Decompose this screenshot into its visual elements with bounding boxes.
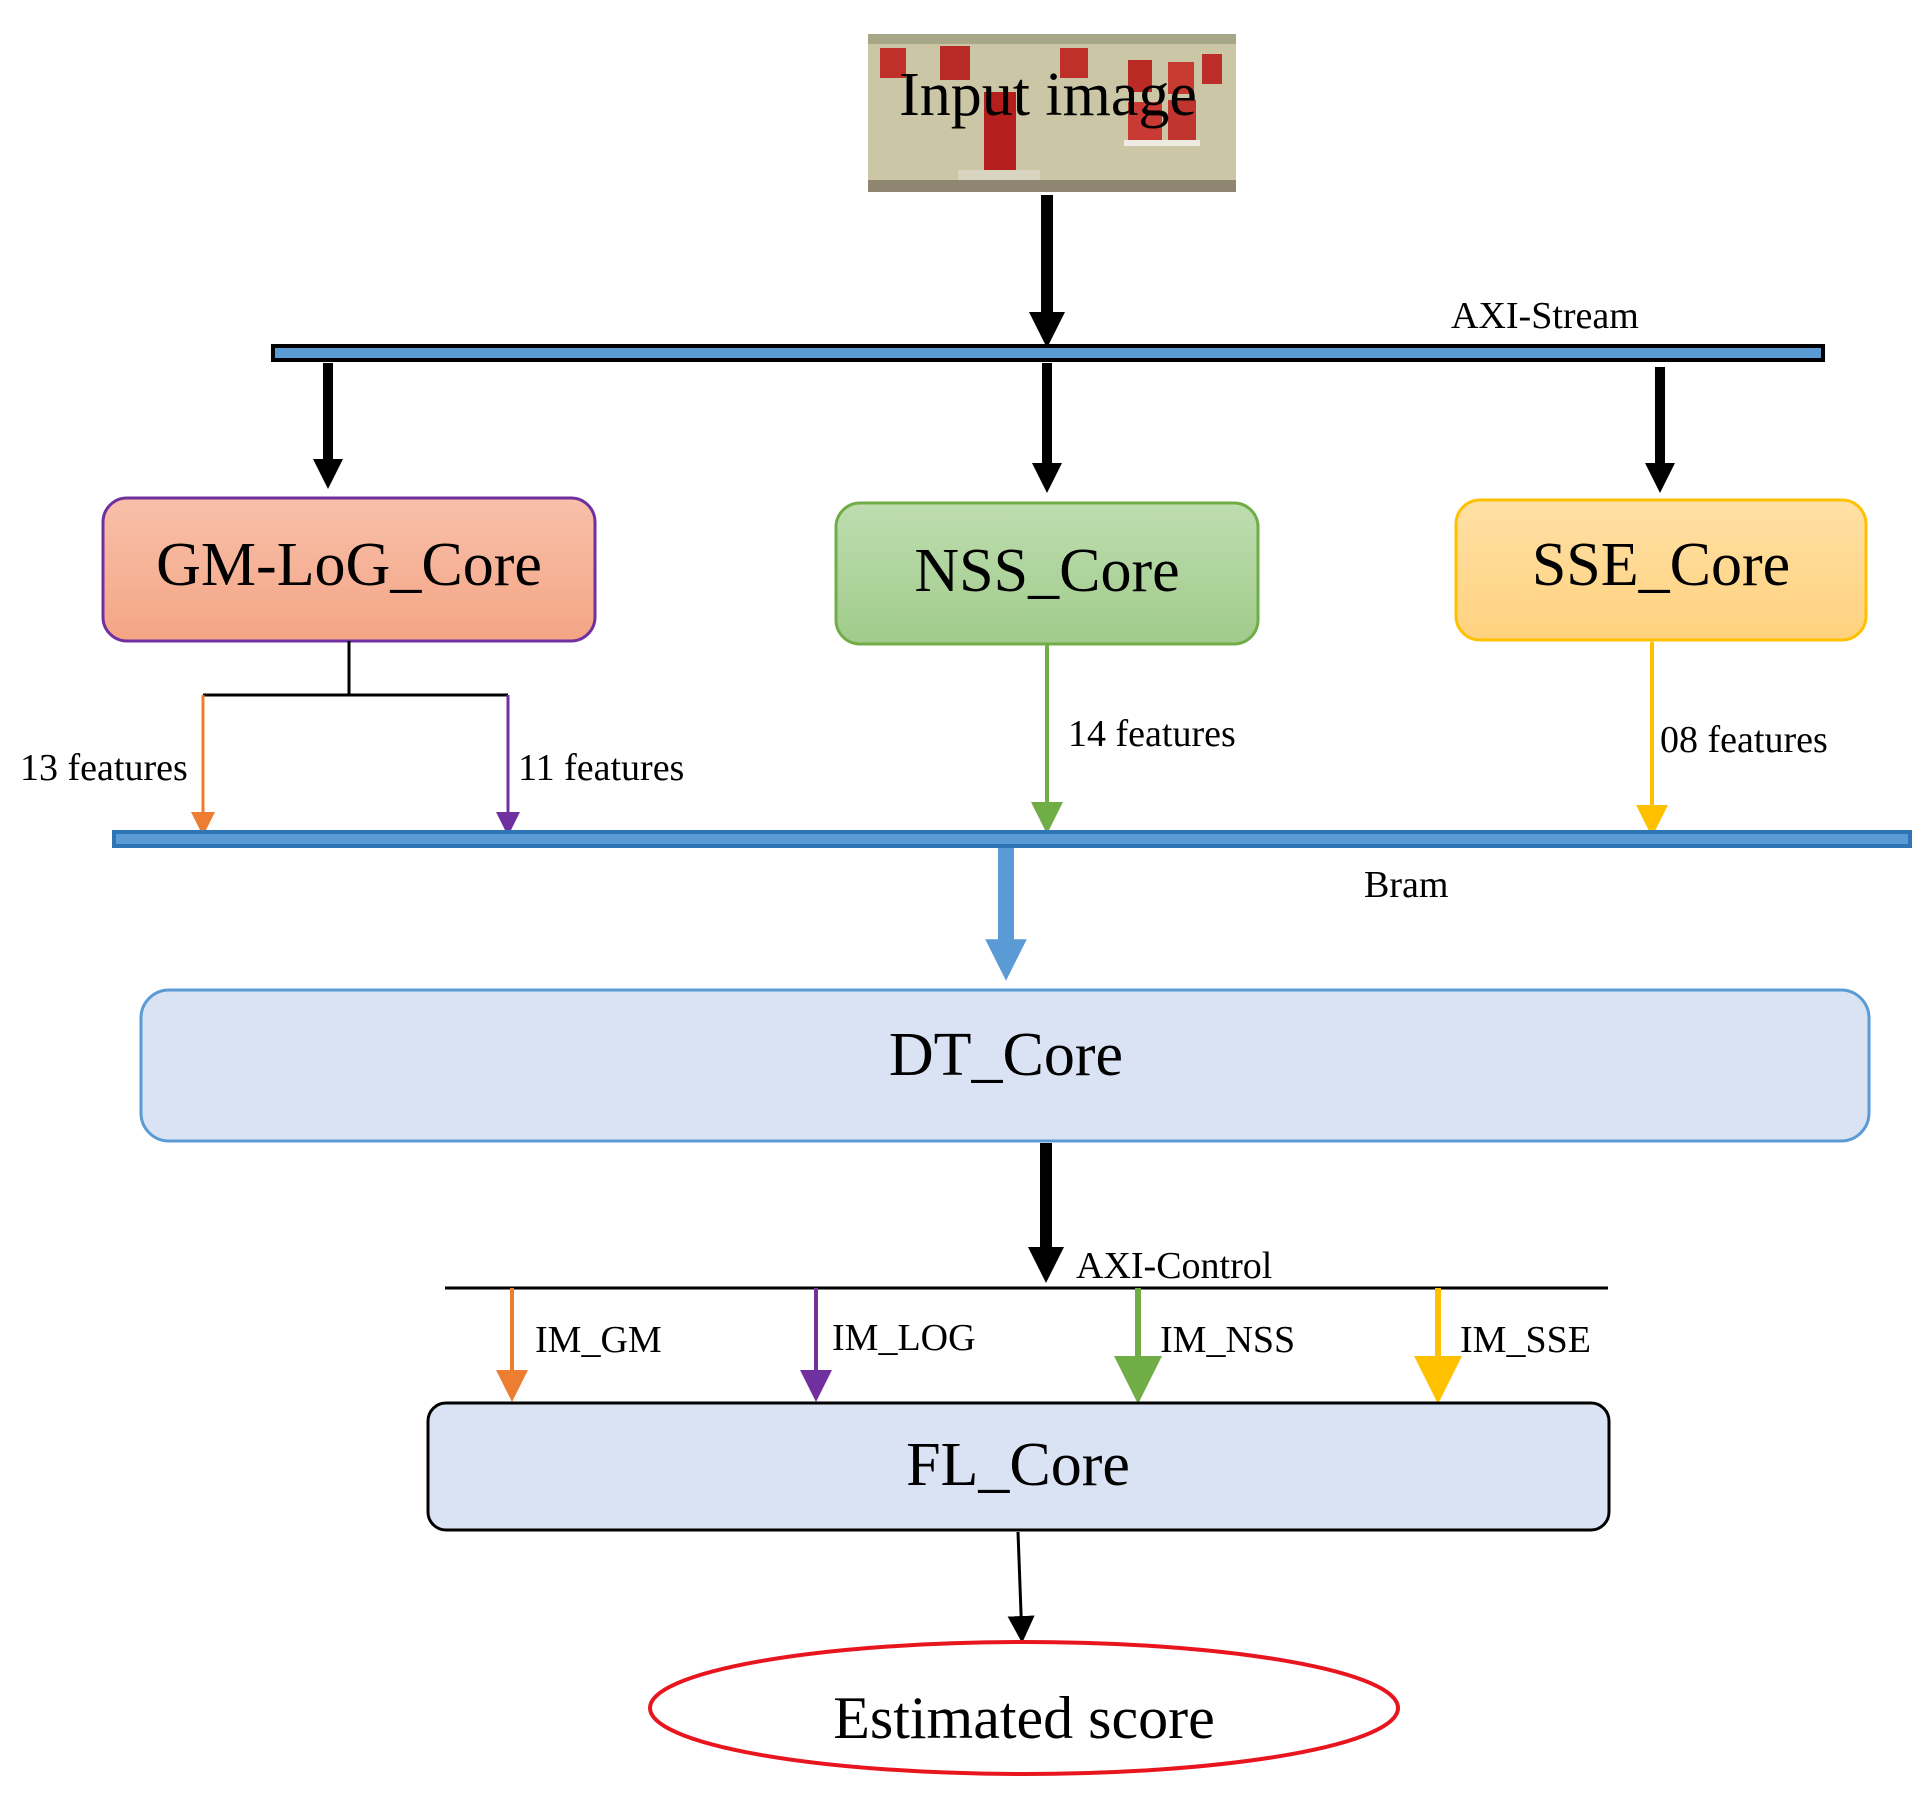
im-gm-label: IM_GM	[535, 1319, 662, 1361]
input-image-label: Input image	[899, 61, 1197, 129]
im-log-label: IM_LOG	[832, 1317, 976, 1359]
dt-core-label: DT_Core	[889, 1021, 1123, 1089]
bram-label: Bram	[1364, 864, 1448, 906]
im-sse-label: IM_SSE	[1460, 1319, 1591, 1361]
sse-core-label: SSE_Core	[1532, 531, 1790, 599]
fl-to-score-arrow	[1007, 1531, 1035, 1643]
axi-stream-bus	[271, 344, 1825, 362]
fl-core-label: FL_Core	[906, 1431, 1130, 1499]
nss-core-label: NSS_Core	[914, 537, 1179, 605]
nss-features-label: 14 features	[1068, 713, 1236, 755]
fl-core-box: FL_Core	[426, 1401, 1611, 1532]
im-nss-label: IM_NSS	[1160, 1319, 1295, 1361]
nss-core-box: NSS_Core	[834, 501, 1260, 646]
estimated-score-output: Estimated score	[648, 1640, 1400, 1776]
axi-control-label: AXI-Control	[1076, 1245, 1272, 1287]
log-features-label: 11 features	[518, 747, 684, 789]
sse-features-label: 08 features	[1660, 719, 1828, 761]
estimated-score-label: Estimated score	[833, 1685, 1215, 1751]
bram-bus	[112, 830, 1912, 848]
gm-log-core-label: GM-LoG_Core	[156, 531, 542, 599]
axi-stream-label: AXI-Stream	[1451, 295, 1639, 337]
gm-features-label: 13 features	[20, 747, 188, 789]
input-image: Input image	[868, 34, 1236, 192]
dt-core-box: DT_Core	[139, 988, 1871, 1143]
gm-log-core-box: GM-LoG_Core	[101, 496, 597, 643]
sse-core-box: SSE_Core	[1454, 498, 1868, 642]
gm-log-split-connector	[203, 641, 508, 697]
